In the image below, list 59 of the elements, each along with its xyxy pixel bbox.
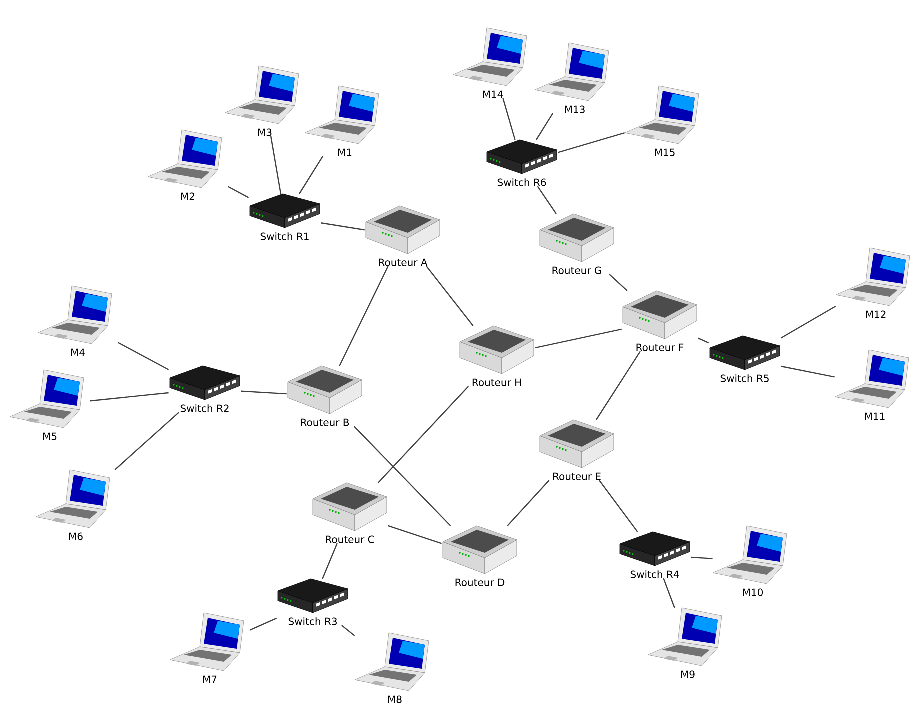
device-label: M7 [204,676,217,684]
device-label: M14 [483,90,504,98]
device-label: Switch R2 [180,404,229,412]
device-label: M9 [682,670,695,678]
device-label: Switch R1 [260,232,309,240]
network-link [378,386,470,484]
network-link [354,426,452,526]
network-link [90,392,169,402]
network-link [299,156,324,194]
device-label: Switch R5 [720,374,769,382]
device-label: M13 [565,106,585,114]
network-link [535,328,622,349]
device-label: Routeur H [472,378,522,386]
network-link [691,556,713,560]
device-label: M2 [182,192,194,200]
device-label: M1 [338,148,352,156]
device-label: M12 [866,310,886,318]
device-label: Routeur G [552,266,602,274]
device-label: Switch R4 [630,570,680,578]
device-label: M3 [258,128,272,136]
device-label: M15 [655,148,675,156]
device-label: Routeur C [326,536,374,544]
network-link [609,274,628,292]
device-label: M8 [388,696,402,704]
network-link [598,480,638,532]
device-label: Routeur D [456,578,505,586]
device-label: M5 [44,432,57,440]
device-label: Routeur F [636,344,684,352]
network-link [339,266,389,366]
network-link [502,98,516,140]
device-label: M6 [70,532,83,540]
network-link [781,366,835,378]
network-link [250,618,278,631]
device-label: M10 [743,588,764,596]
network-link [780,306,836,339]
network-link [342,625,356,636]
device-label: M4 [72,348,85,356]
network-link [698,338,710,344]
network-link [241,390,287,395]
network-link [536,113,554,140]
device-label: Routeur B [301,418,350,426]
device-label: Routeur A [379,258,428,266]
device-label: Switch R3 [288,618,337,626]
network-link [426,266,474,326]
device-label: M11 [865,412,885,420]
device-label: Routeur E [554,472,601,480]
network-link [507,480,550,526]
network-link [537,186,557,214]
network-link [118,342,170,370]
device-label: Switch R6 [498,178,546,186]
network-link [321,222,365,231]
network-link [228,186,250,198]
network-link [596,351,642,420]
network-link [558,132,625,154]
network-link [388,525,442,544]
network-link [114,412,180,470]
network-link [270,136,282,194]
network-link [663,578,676,608]
network-link [322,543,338,580]
